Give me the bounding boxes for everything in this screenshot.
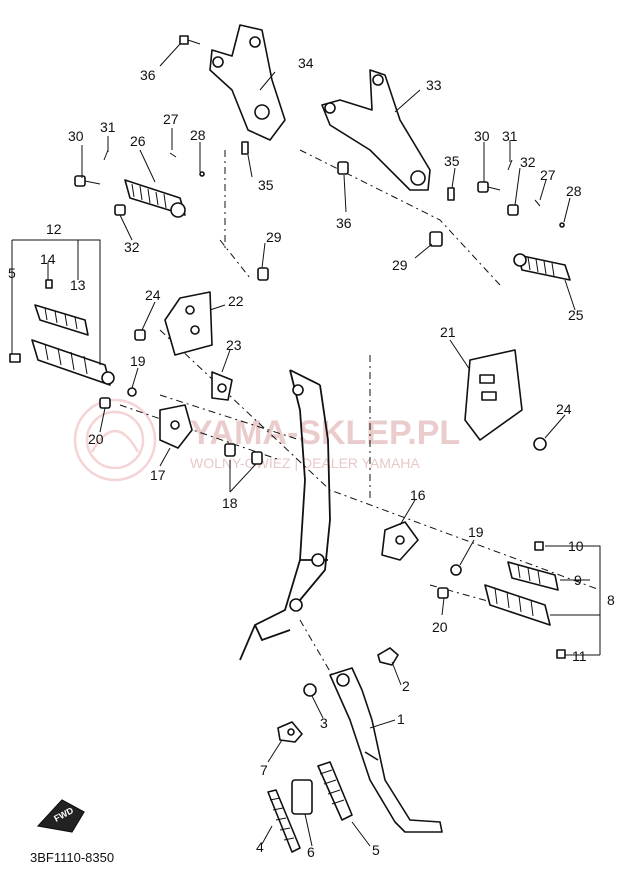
watermark-subtitle: WOLNY-OWIEZ | DEALER YAMAHA	[190, 455, 420, 471]
label-18: 18	[222, 495, 238, 511]
label-29-left: 29	[266, 229, 282, 245]
frame-outline	[239, 369, 331, 661]
label-26: 26	[130, 133, 146, 149]
label-35-right: 35	[444, 153, 460, 169]
label-22: 22	[228, 293, 244, 309]
label-36-left: 36	[140, 67, 156, 83]
diagram-code: 3BF1110-8350	[30, 850, 114, 865]
label-20-left: 20	[88, 431, 104, 447]
label-13: 13	[70, 277, 86, 293]
label-7: 7	[260, 762, 268, 778]
label-24-right: 24	[556, 401, 572, 417]
label-16: 16	[410, 487, 426, 503]
label-23: 23	[226, 337, 242, 353]
label-1: 1	[397, 711, 405, 727]
label-2: 2	[402, 678, 410, 694]
label-14: 14	[40, 251, 56, 267]
label-24-left: 24	[145, 287, 161, 303]
label-36-right: 36	[336, 215, 352, 231]
label-28-right: 28	[566, 183, 582, 199]
label-5-left: 5	[8, 265, 16, 281]
label-31-right: 31	[502, 128, 518, 144]
label-29-right: 29	[392, 257, 408, 273]
label-25: 25	[568, 307, 584, 323]
part-12-footrest-left	[9, 279, 115, 386]
label-19-right: 19	[468, 524, 484, 540]
label-27-left: 27	[163, 111, 179, 127]
watermark-seal	[73, 398, 157, 482]
label-3: 3	[320, 715, 328, 731]
label-34: 34	[298, 55, 314, 71]
label-32-right: 32	[520, 154, 536, 170]
small-parts-upper-right	[337, 159, 565, 247]
label-10: 10	[568, 538, 584, 554]
part-16-bracket	[381, 521, 462, 599]
label-8: 8	[607, 592, 615, 608]
fwd-arrow: FWD	[36, 799, 85, 833]
label-35-left: 35	[258, 177, 274, 193]
label-30-left: 30	[68, 128, 84, 144]
label-31-left: 31	[100, 119, 116, 135]
label-17: 17	[150, 467, 166, 483]
part-17-bracket	[159, 404, 193, 449]
label-30-right: 30	[474, 128, 490, 144]
leader-lines	[11, 43, 601, 847]
part-34-bracket	[209, 24, 286, 141]
label-21: 21	[440, 324, 456, 340]
label-11: 11	[572, 648, 587, 664]
label-4: 4	[256, 839, 264, 855]
sidestand-small-parts	[267, 647, 399, 853]
part-1-sidestand	[329, 667, 443, 833]
label-28-left: 28	[190, 127, 206, 143]
part-22-plate	[164, 291, 213, 356]
part-25-footrest	[513, 253, 571, 281]
label-33: 33	[426, 77, 442, 93]
label-9: 9	[574, 572, 582, 588]
label-27-right: 27	[540, 167, 556, 183]
label-12: 12	[46, 221, 62, 237]
left-bolts	[99, 329, 263, 465]
label-5-bottom: 5	[372, 842, 380, 858]
part-26-footrest	[124, 179, 186, 218]
small-parts-upper-left	[74, 35, 269, 281]
part-23-clamp	[211, 371, 233, 401]
label-20-right: 20	[432, 619, 448, 635]
label-32-left: 32	[124, 239, 140, 255]
label-19-left: 19	[130, 353, 146, 369]
part-8-footrest-right	[484, 541, 566, 659]
part-21-plate	[464, 349, 547, 451]
watermark: YAMA-SKLEP.PL WOLNY-OWIEZ | DEALER YAMAH…	[73, 398, 460, 482]
part-number-labels: 1 2 3 4 5 5 6 7 8 9 10 11 12 13 14 16 17…	[8, 55, 615, 860]
label-6: 6	[307, 844, 315, 860]
part-33-bracket	[321, 69, 431, 191]
